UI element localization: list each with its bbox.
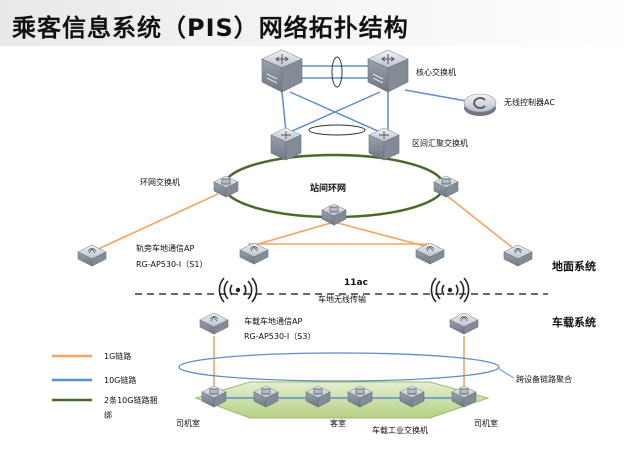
ring-switch-right-icon: [433, 175, 459, 198]
core-switch-label: 核心交换机: [416, 67, 456, 77]
legend-label-bundle-1: 2条10G链路捆: [104, 395, 157, 405]
aggregation-label: 跨设备链路聚合: [516, 374, 572, 384]
aggregation-pointer: [498, 368, 515, 379]
core-switch-right-icon: [367, 49, 409, 93]
carriage-label: 客室: [330, 418, 346, 428]
district-switch-left-icon: [270, 127, 302, 161]
train-platform: [194, 381, 490, 419]
station-ring-label: 站间环网: [310, 182, 346, 194]
band-label: 11ac: [344, 278, 368, 288]
vehicle-1g-links: [213, 336, 465, 388]
district-switch-right-icon: [368, 127, 400, 161]
trackside-ap-4-icon: [503, 244, 533, 267]
core-ac-link: [404, 89, 473, 103]
cab-left-label: 司机室: [176, 418, 200, 428]
wireless-signal-left-icon: [218, 277, 258, 303]
trackside-ap-label-2: RG-AP530-I（S1）: [136, 260, 207, 269]
wireless-controller-label: 无线控制器AC: [504, 97, 555, 107]
cab-right-label: 司机室: [474, 418, 498, 428]
vehicle-system-label: 车载系统: [552, 315, 596, 329]
trackside-ap-label-1: 轨旁车地通信AP: [136, 243, 194, 253]
core-interconnect: [298, 65, 372, 79]
ground-system-label: 地面系统: [552, 259, 596, 273]
wireless-controller-icon: [463, 93, 497, 116]
onboard-ap-label-1: 车载车地通信AP: [244, 316, 302, 326]
wireless-signal-right-icon: [430, 277, 470, 303]
aggregation-ellipse: [178, 352, 500, 382]
trackside-ap-2-icon: [239, 242, 269, 265]
ring-switch-bottom-icon: [321, 203, 347, 226]
onboard-ap-left-icon: [199, 312, 229, 335]
onboard-ap-label-2: RG-AP530-I（S3）: [244, 332, 315, 341]
legend-label-1g: 1G链路: [104, 351, 131, 361]
district-switch-label: 区间汇聚交换机: [412, 138, 468, 148]
bundle-marker-district: [308, 124, 366, 136]
ring-switch-label: 环网交换机: [140, 177, 180, 187]
title-bar: 乘客信息系统（PIS）网络拓扑结构: [0, 0, 639, 46]
ground-1g-links: [95, 193, 519, 253]
trackside-ap-3-icon: [415, 242, 445, 265]
legend-label-10g: 10G链路: [104, 375, 136, 385]
legend: 1G链路 10G链路 2条10G链路捆 绑: [52, 351, 157, 420]
bundle-marker-core: [331, 56, 343, 88]
legend-label-bundle-2: 绑: [104, 410, 112, 420]
core-district-links: [281, 91, 389, 133]
industrial-switch-label: 车载工业交换机: [372, 425, 428, 435]
core-switch-left-icon: [261, 49, 303, 93]
onboard-ap-right-icon: [449, 312, 479, 335]
page-title: 乘客信息系统（PIS）网络拓扑结构: [12, 14, 409, 42]
wireless-link-label: 车地无线传输: [318, 294, 366, 304]
